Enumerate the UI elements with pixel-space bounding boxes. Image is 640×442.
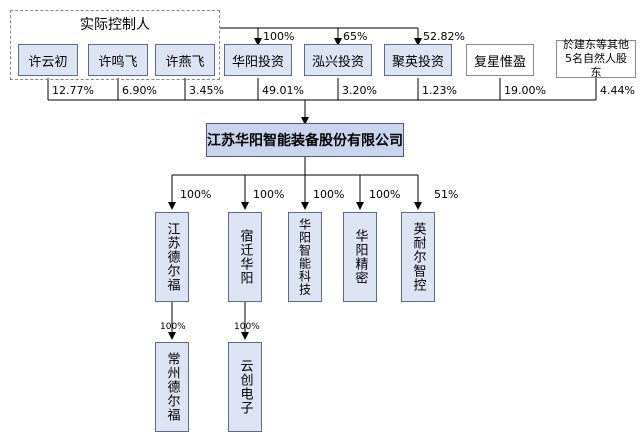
subsidiary-name: 英耐尔智控 bbox=[410, 222, 426, 292]
upper-percent-label: 52.82% bbox=[423, 30, 465, 43]
controller-group-title: 实际控制人 bbox=[80, 17, 150, 33]
upper-percent-label: 65% bbox=[343, 30, 368, 43]
sub-subsidiary-percent: 100% bbox=[234, 322, 260, 332]
shareholder-box: 许云初 bbox=[18, 44, 78, 76]
controller-group bbox=[10, 10, 220, 80]
subsidiary-percent: 100% bbox=[313, 188, 345, 201]
subsidiary-percent: 100% bbox=[180, 188, 212, 201]
shareholding-percent: 3.45% bbox=[189, 84, 224, 97]
shareholder-box: 许鸣飞 bbox=[88, 44, 148, 76]
sub-subsidiary-box: 云创电子 bbox=[228, 342, 262, 432]
shareholder-name: 於建东等其他5名自然人股东 bbox=[563, 38, 629, 79]
subsidiary-name: 华阳精密 bbox=[352, 229, 368, 285]
subsidiary-box: 江苏德尔福 bbox=[155, 212, 189, 302]
shareholding-percent: 1.23% bbox=[422, 84, 457, 97]
shareholder-box: 复星惟盈 bbox=[466, 44, 534, 76]
shareholding-percent: 19.00% bbox=[504, 84, 546, 97]
shareholding-percent: 12.77% bbox=[52, 84, 94, 97]
subsidiary-percent: 100% bbox=[253, 188, 285, 201]
shareholder-box: 於建东等其他5名自然人股东 bbox=[556, 38, 636, 79]
subsidiary-name: 宿迁华阳 bbox=[237, 229, 253, 285]
shareholder-box: 许燕飞 bbox=[155, 44, 215, 76]
shareholder-box: 华阳投资 bbox=[224, 44, 292, 76]
subsidiary-box: 宿迁华阳 bbox=[228, 212, 262, 302]
shareholder-name: 聚英投资 bbox=[391, 54, 444, 70]
subsidiary-name: 江苏德尔福 bbox=[164, 222, 180, 292]
subsidiary-percent: 100% bbox=[369, 188, 401, 201]
upper-percent-label: 100% bbox=[263, 30, 295, 43]
sub-subsidiary-name: 云创电子 bbox=[237, 359, 253, 415]
company-name: 江苏华阳智能装备股份有限公司 bbox=[207, 133, 403, 149]
shareholder-name: 许云初 bbox=[28, 54, 68, 70]
shareholder-name: 华阳投资 bbox=[231, 54, 284, 70]
shareholding-percent: 3.20% bbox=[342, 84, 377, 97]
sub-subsidiary-box: 常州德尔福 bbox=[155, 342, 189, 432]
sub-subsidiary-name: 常州德尔福 bbox=[164, 352, 180, 422]
subsidiary-box: 华阳精密 bbox=[343, 212, 377, 302]
shareholding-percent: 49.01% bbox=[262, 84, 304, 97]
shareholder-name: 许燕飞 bbox=[165, 54, 205, 70]
shareholder-name: 许鸣飞 bbox=[98, 54, 138, 70]
shareholding-percent: 4.44% bbox=[600, 84, 635, 97]
subsidiary-name: 华阳智能科技 bbox=[297, 218, 312, 296]
subsidiary-box: 华阳智能科技 bbox=[288, 212, 322, 302]
subsidiary-percent: 51% bbox=[434, 188, 459, 201]
sub-subsidiary-percent: 100% bbox=[160, 322, 186, 332]
shareholder-box: 聚英投资 bbox=[384, 44, 452, 76]
shareholder-name: 复星惟盈 bbox=[473, 54, 526, 70]
company-box: 江苏华阳智能装备股份有限公司 bbox=[206, 123, 404, 157]
shareholder-box: 泓兴投资 bbox=[304, 44, 372, 76]
subsidiary-box: 英耐尔智控 bbox=[401, 212, 435, 302]
shareholding-percent: 6.90% bbox=[122, 84, 157, 97]
shareholder-name: 泓兴投资 bbox=[311, 54, 364, 70]
